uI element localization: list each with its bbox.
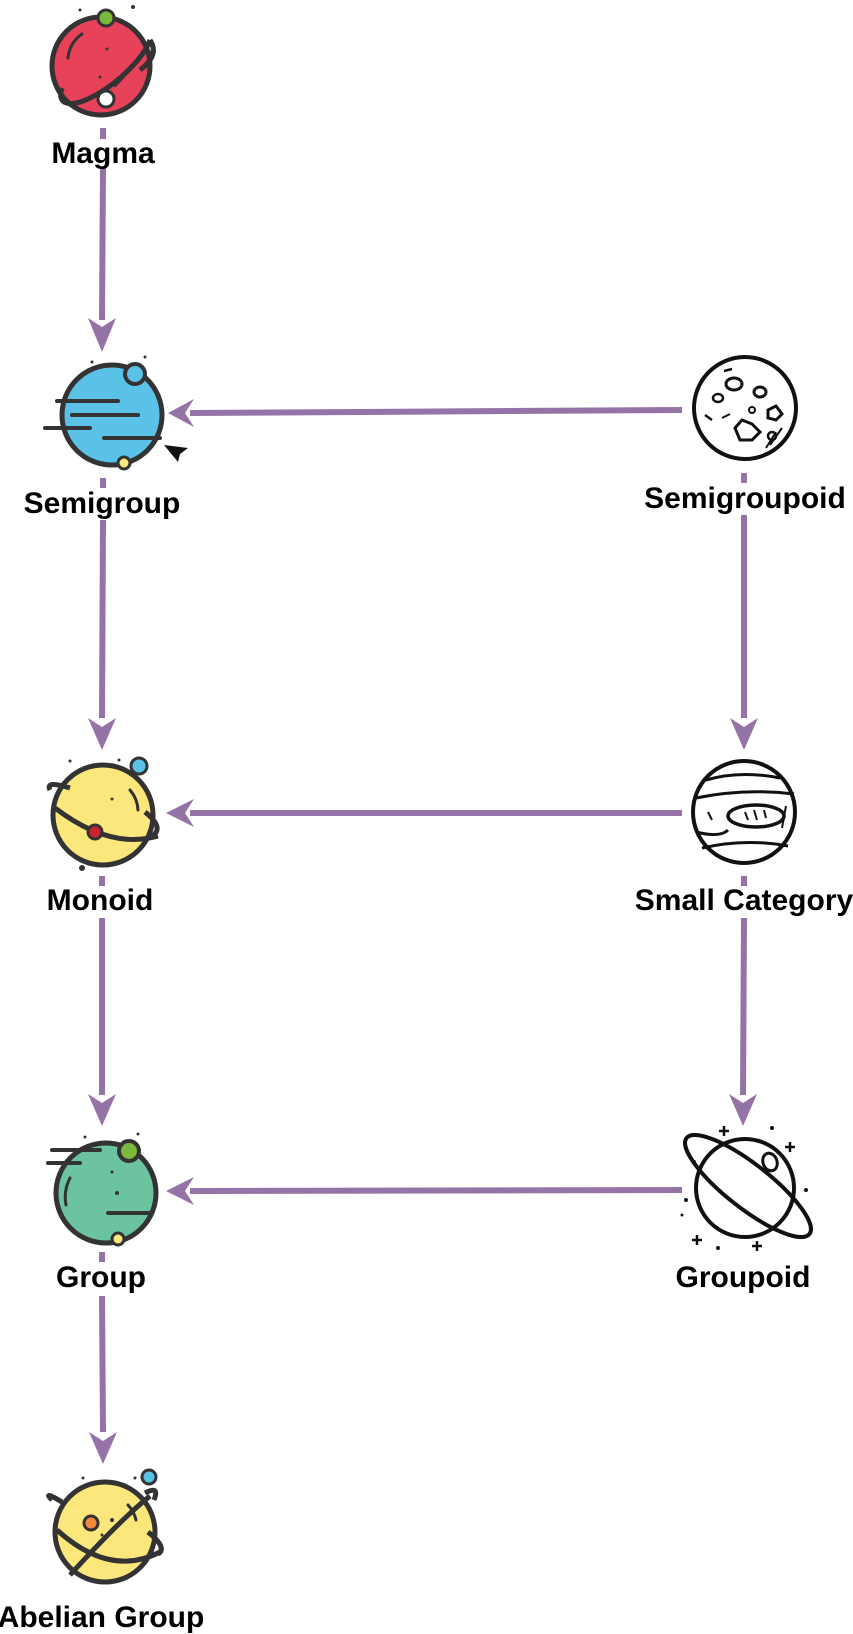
node-label-semigroup: Semigroup	[24, 487, 181, 520]
node-magma[interactable]: Magma	[49, 5, 156, 170]
node-monoid[interactable]: Monoid	[46, 756, 160, 917]
edge-small-category-to-groupoid	[740, 917, 747, 1096]
node-abelian-group[interactable]: Abelian Group	[0, 1468, 204, 1634]
planet-ringed-icon	[680, 1126, 813, 1251]
node-label-abelian-group: Abelian Group	[0, 1601, 204, 1634]
arrowhead-groupoid-top	[729, 1094, 757, 1126]
arrowhead-monoid-top	[88, 718, 116, 750]
planet-green-icon	[46, 1132, 159, 1247]
node-label-semigroupoid: Semigroupoid	[644, 482, 846, 515]
planet-red-icon	[49, 5, 156, 118]
edge-semigroup-to-monoid	[99, 519, 106, 719]
cursor-icon	[164, 445, 188, 462]
arrowhead-abelian-top	[89, 1432, 117, 1464]
edges	[88, 128, 758, 1464]
arrowhead-monoid-right	[166, 799, 194, 827]
node-groupoid[interactable]: Groupoid	[673, 1121, 823, 1294]
node-semigroup[interactable]: Semigroup	[24, 355, 181, 521]
edge-groupoid-to-group	[189, 1187, 683, 1194]
node-label-magma: Magma	[51, 137, 155, 170]
arrowhead-group-top	[88, 1094, 116, 1126]
arrowhead-small-category-top	[730, 718, 758, 750]
arrowhead-group-right	[166, 1177, 194, 1205]
edge-semigroupoid-to-semigroup	[189, 407, 683, 416]
arrowhead-semigroup-right	[168, 399, 194, 427]
planet-blue-icon	[43, 355, 165, 471]
node-semigroupoid[interactable]: Semigroupoid	[644, 355, 846, 515]
node-small-category[interactable]: Small Category	[635, 759, 853, 917]
node-group[interactable]: Group	[46, 1132, 159, 1295]
node-label-small-category: Small Category	[635, 884, 853, 917]
node-label-group: Group	[56, 1261, 146, 1294]
edge-group-to-abelian	[99, 1295, 106, 1433]
node-label-groupoid: Groupoid	[676, 1261, 811, 1294]
edge-magma-to-semigroup-arrow	[99, 167, 106, 321]
node-label-monoid: Monoid	[47, 884, 154, 917]
moon-crater-icon	[692, 355, 798, 461]
planet-yellow-double-orbit-icon	[46, 1468, 164, 1585]
planet-yellow-orbit-icon	[46, 756, 160, 871]
planet-striped-icon	[691, 759, 797, 865]
arrowhead-semigroup-top	[88, 318, 116, 352]
